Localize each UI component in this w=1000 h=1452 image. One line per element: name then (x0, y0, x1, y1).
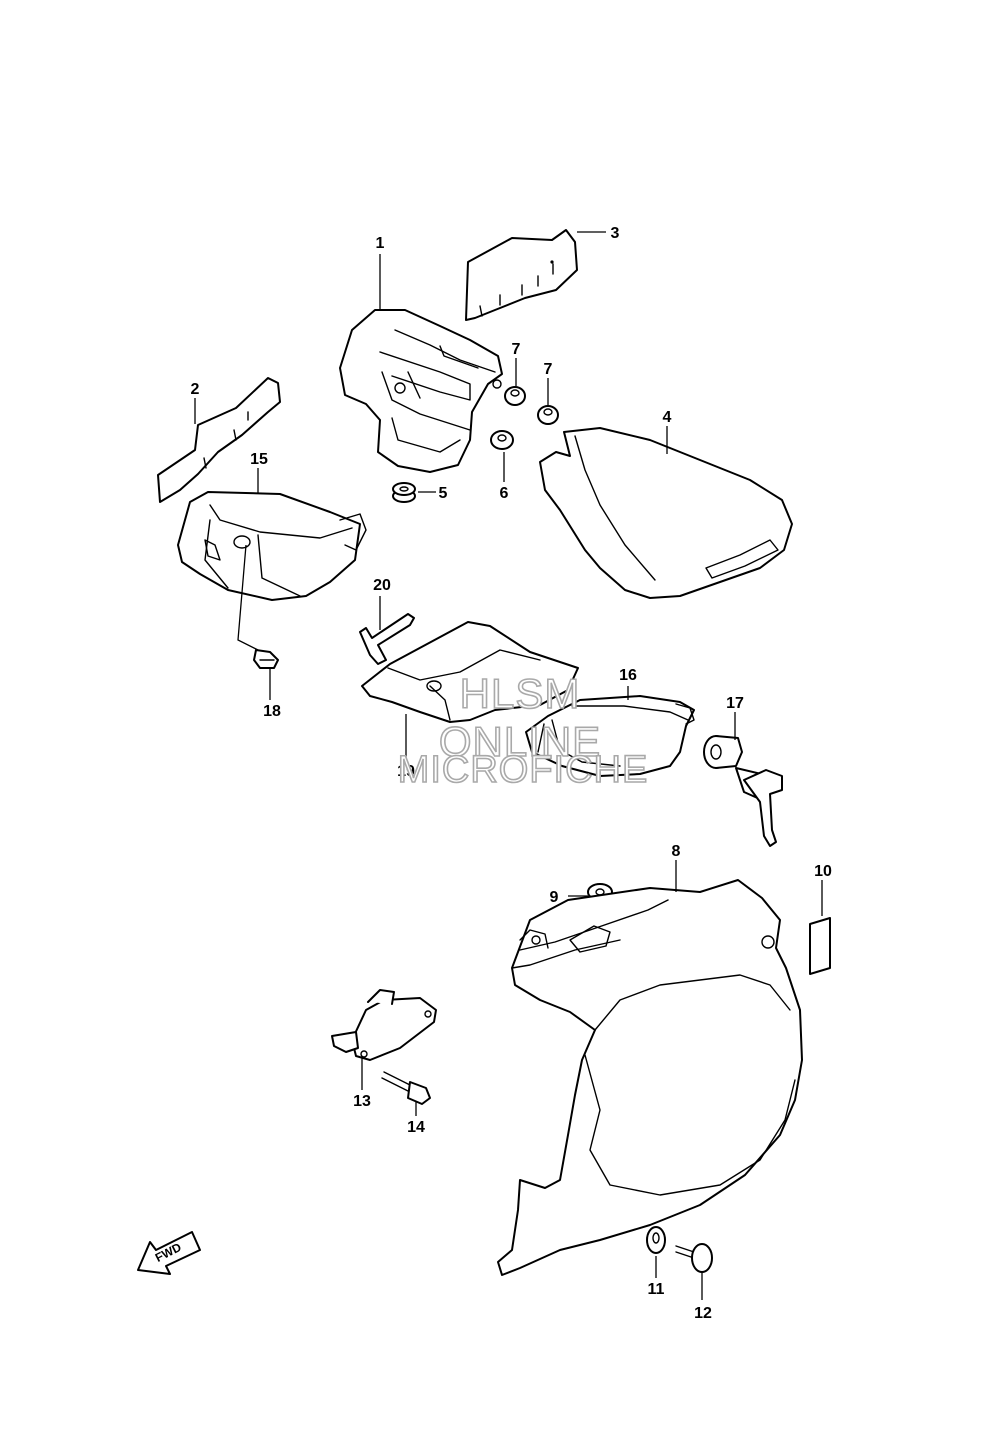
part-16-housing (525, 695, 695, 777)
fwd-arrow-icon: FWD (137, 1231, 201, 1275)
callout-17: 17 (726, 695, 744, 712)
part-17-lock (703, 735, 783, 847)
callout-7a: 7 (512, 341, 521, 358)
part-10-label (809, 917, 831, 975)
part-3-shield (465, 229, 578, 321)
callout-19: 19 (397, 763, 415, 780)
grommet-6 (490, 430, 514, 450)
part-2-shield (157, 377, 281, 503)
callout-15: 15 (250, 451, 268, 468)
grommet-7a (504, 386, 526, 406)
part-11-grommet (646, 1226, 666, 1254)
watermark-line-2: ONLINE (439, 718, 601, 765)
callout-14: 14 (407, 1119, 425, 1136)
part-19-tray (361, 621, 579, 723)
callout-8: 8 (672, 843, 681, 860)
part-12-screw (675, 1243, 713, 1273)
callout-10: 10 (814, 863, 832, 880)
watermark-line-3: MICROFICHE (398, 749, 649, 791)
callout-5: 5 (439, 485, 448, 502)
leader-lines (194, 231, 823, 1300)
part-1-cover (339, 309, 503, 473)
grommet-7b (537, 405, 559, 425)
part-4-cover (539, 427, 793, 599)
callout-20: 20 (373, 577, 391, 594)
callout-7b: 7 (544, 361, 553, 378)
callout-11: 11 (648, 1281, 665, 1298)
part-20-hexkey (359, 613, 415, 665)
part-18-bolt (253, 649, 279, 669)
part-15-housing (177, 491, 367, 601)
callout-4: 4 (663, 409, 672, 426)
callout-1: 1 (376, 235, 385, 252)
callout-13: 13 (353, 1093, 371, 1110)
callout-16: 16 (619, 667, 637, 684)
callout-12: 12 (694, 1305, 712, 1322)
callout-18: 18 (263, 703, 281, 720)
part-13-bracket (331, 989, 437, 1061)
callout-6: 6 (500, 485, 509, 502)
watermark: HLSM ONLINE MICROFICHE (397, 669, 649, 792)
callout-3: 3 (611, 225, 620, 242)
callout-2: 2 (191, 381, 200, 398)
part-8-cover (497, 879, 803, 1276)
callout-9: 9 (550, 889, 559, 906)
part-14-bolt (381, 1071, 431, 1105)
watermark-line-1: HLSM (460, 670, 581, 717)
grommet-5 (392, 482, 416, 503)
callout-numbers: 1 2 3 4 5 6 7 7 8 9 10 11 12 13 14 15 16… (191, 225, 832, 1322)
